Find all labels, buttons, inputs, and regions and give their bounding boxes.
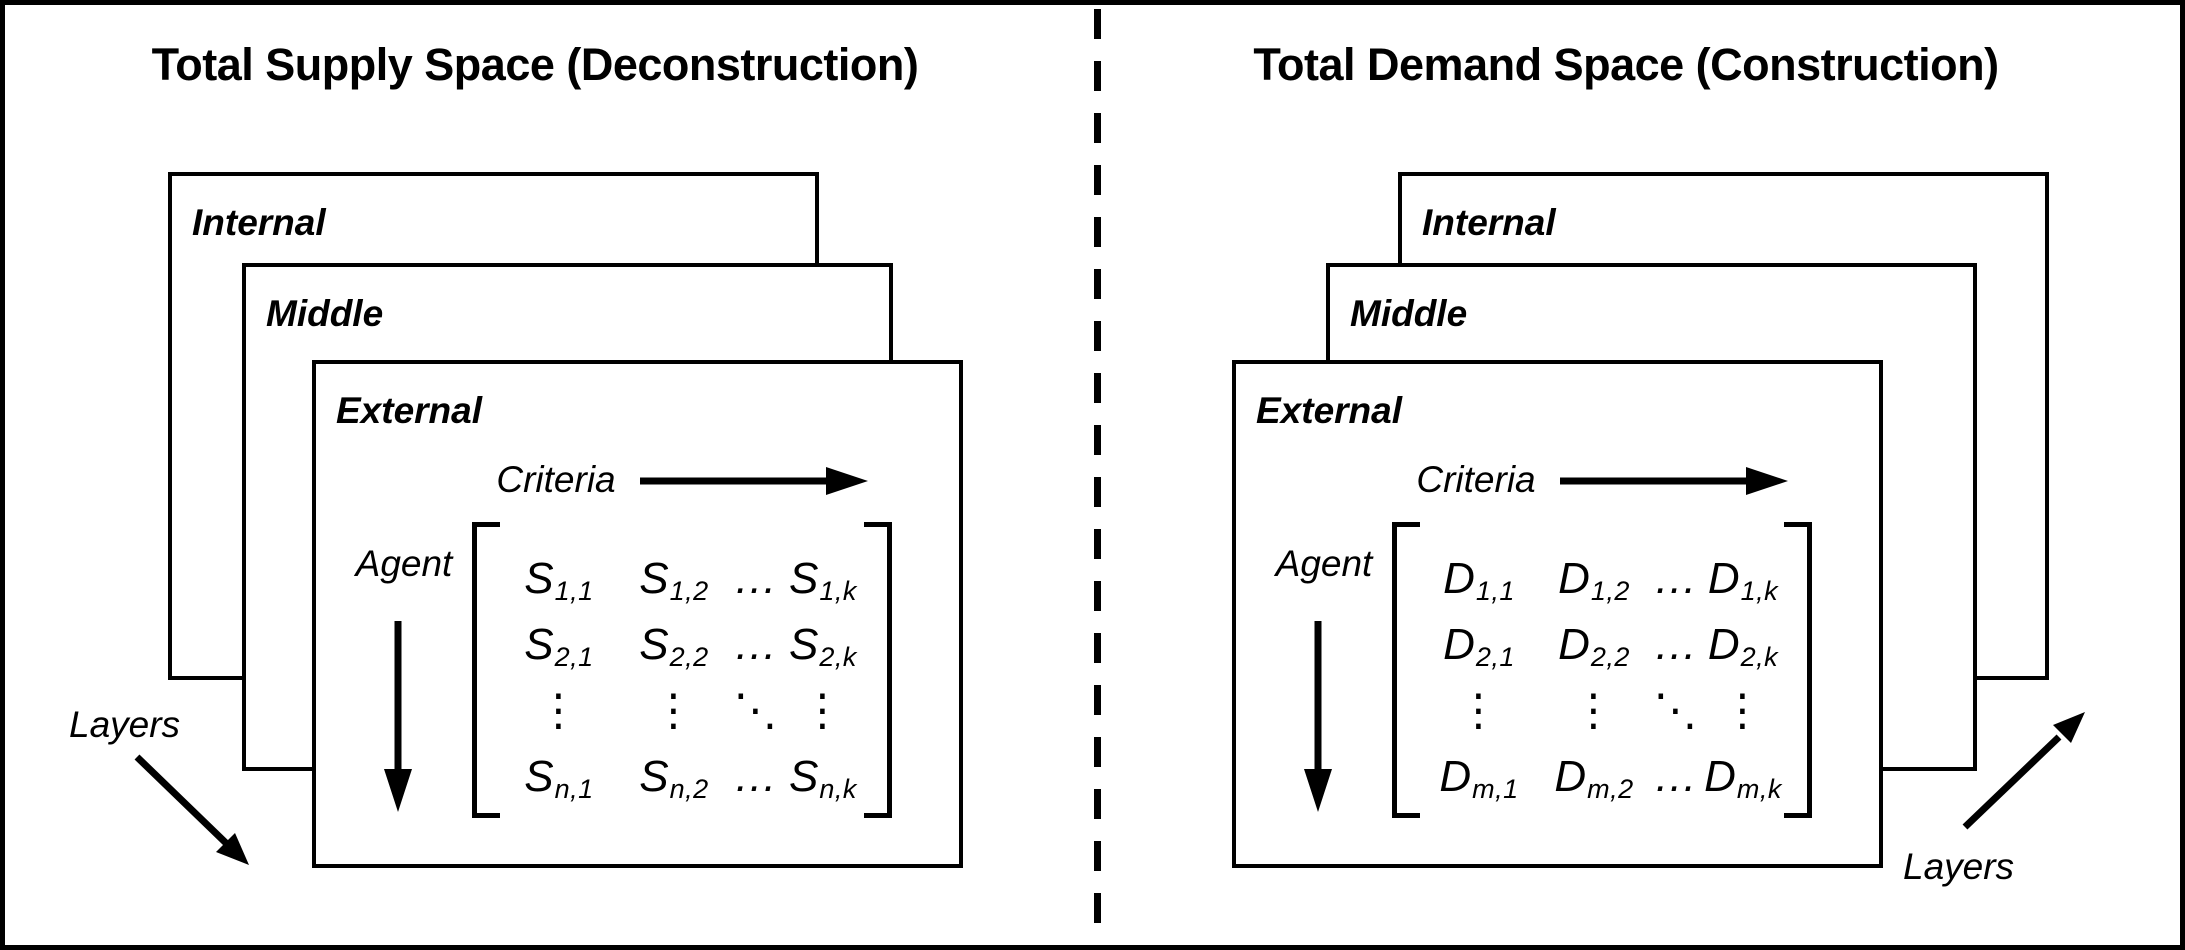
matrix-dots-cell: ⋮ xyxy=(1456,686,1501,735)
matrix-dots-cell: ⋮ xyxy=(800,686,845,735)
matrix-cell: S2,1 xyxy=(524,620,594,672)
left-panel-title: Total Supply Space (Deconstruction) xyxy=(151,39,919,90)
matrix-cell: D1,k xyxy=(1707,554,1779,606)
center-divider-dashed-line xyxy=(1094,9,1101,941)
left-matrix-open-bracket xyxy=(472,522,500,818)
matrix-cell: … xyxy=(1653,752,1698,801)
matrix-dots-cell: ⋱ xyxy=(1653,686,1698,735)
matrix-cell: S1,2 xyxy=(639,554,709,606)
matrix-cell: S1,1 xyxy=(524,554,594,606)
left-box-internal-label: Internal xyxy=(192,202,326,243)
matrix-cell: Sn,1 xyxy=(524,752,594,804)
right-criteria-arrow-icon xyxy=(1558,466,1788,496)
matrix-dots-cell: ⋮ xyxy=(1720,686,1765,735)
matrix-cell: Dm,k xyxy=(1704,752,1782,804)
matrix-cell: Sn,k xyxy=(789,752,857,804)
matrix-dots-cell: ⋱ xyxy=(733,686,778,735)
right-matrix-close-bracket xyxy=(1784,522,1812,818)
matrix-dots-cell: ⋮ xyxy=(651,686,696,735)
left-box-external-label: External xyxy=(336,390,483,431)
right-agent-arrow-icon xyxy=(1300,619,1336,814)
left-matrix: S1,1 S1,2 … S1,k S2,1 S2,2 … S2,k ⋮ ⋮ ⋱ … xyxy=(472,522,892,818)
left-layers-label: Layers xyxy=(69,704,181,745)
left-matrix-close-bracket xyxy=(864,522,892,818)
matrix-cell: … xyxy=(1653,554,1698,603)
right-box-external: External Criteria Agent D1,1 D1,2 … D1,k… xyxy=(1232,360,1883,868)
left-criteria-label: Criteria xyxy=(496,459,616,500)
matrix-cell: S1,k xyxy=(789,554,857,606)
matrix-cell: D2,1 xyxy=(1443,620,1515,672)
right-box-external-label: External xyxy=(1256,390,1403,431)
left-matrix-grid: S1,1 S1,2 … S1,k S2,1 S2,2 … S2,k ⋮ ⋮ ⋱ … xyxy=(500,522,864,818)
matrix-cell: Dm,1 xyxy=(1439,752,1519,804)
matrix-cell: D2,k xyxy=(1707,620,1779,672)
left-criteria-arrow-icon xyxy=(638,466,868,496)
matrix-dots-cell: ⋮ xyxy=(536,686,581,735)
matrix-cell: D1,2 xyxy=(1558,554,1630,606)
matrix-cell: … xyxy=(733,554,778,603)
right-panel-title: Total Demand Space (Construction) xyxy=(1253,39,1999,90)
right-matrix-grid: D1,1 D1,2 … D1,k D2,1 D2,2 … D2,k ⋮ ⋮ ⋱ … xyxy=(1420,522,1784,818)
right-agent-label: Agent xyxy=(1275,543,1373,584)
matrix-cell: D2,2 xyxy=(1558,620,1630,672)
right-matrix: D1,1 D1,2 … D1,k D2,1 D2,2 … D2,k ⋮ ⋮ ⋱ … xyxy=(1392,522,1812,818)
right-box-internal-label: Internal xyxy=(1422,202,1556,243)
right-box-middle-label: Middle xyxy=(1350,293,1468,334)
right-matrix-open-bracket xyxy=(1392,522,1420,818)
matrix-cell: Dm,2 xyxy=(1554,752,1634,804)
left-agent-arrow-icon xyxy=(380,619,416,814)
matrix-cell: S2,2 xyxy=(639,620,709,672)
matrix-cell: S2,k xyxy=(789,620,857,672)
matrix-dots-cell: ⋮ xyxy=(1571,686,1616,735)
matrix-cell: … xyxy=(1653,620,1698,669)
left-box-middle-label: Middle xyxy=(266,293,384,334)
right-criteria-label: Criteria xyxy=(1416,459,1536,500)
matrix-cell: … xyxy=(733,620,778,669)
left-layers-arrow-icon xyxy=(131,751,256,871)
left-agent-label: Agent xyxy=(355,543,453,584)
right-layers-label: Layers xyxy=(1903,846,2015,887)
matrix-cell: Sn,2 xyxy=(639,752,709,804)
matrix-cell: D1,1 xyxy=(1443,554,1515,606)
left-box-external: External Criteria Agent S1,1 S1,2 … S1,k… xyxy=(312,360,963,868)
matrix-cell: … xyxy=(733,752,778,801)
right-layers-arrow-icon xyxy=(1957,701,2102,836)
